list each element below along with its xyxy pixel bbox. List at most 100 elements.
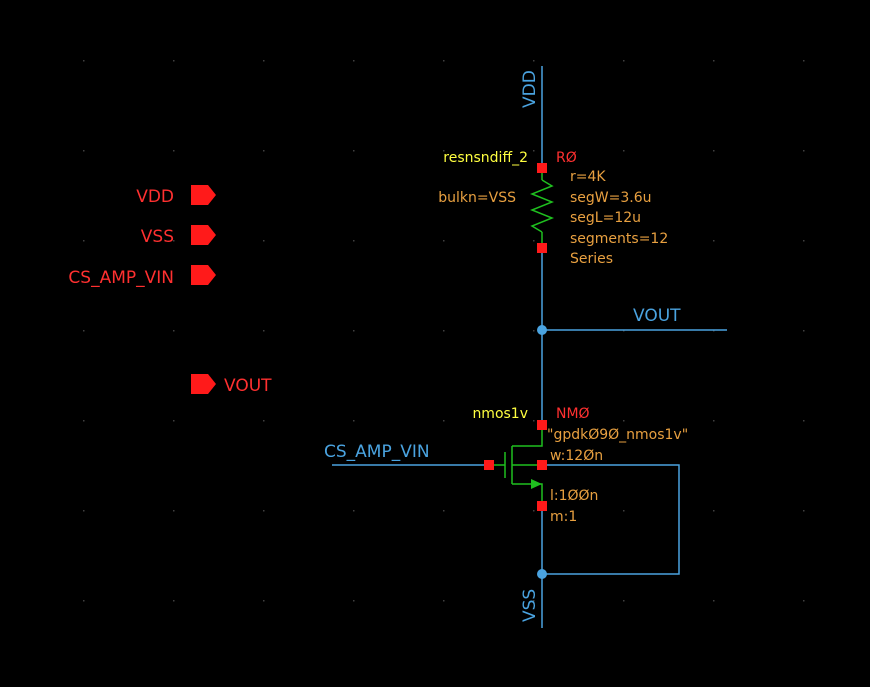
- nmos-pin-gate[interactable]: [484, 460, 494, 470]
- resistor-param-segl: segL=12u: [570, 210, 641, 226]
- grid-dot: [443, 150, 445, 152]
- resistor-param-segments: segments=12: [570, 231, 668, 247]
- pin-label-vss: VSS: [141, 227, 174, 247]
- grid-dot: [803, 150, 805, 152]
- nmos-param-w: w:12Øn: [550, 448, 603, 464]
- nmos-model-name: "gpdkØ9Ø_nmos1v": [547, 427, 688, 443]
- pin-arrow-vss: [191, 225, 216, 245]
- grid-dot: [533, 60, 535, 62]
- grid-dot: [713, 60, 715, 62]
- grid-dot: [803, 330, 805, 332]
- resistor-r0[interactable]: resnsndiff_2 RØ bulkn=VSS r=4K segW=3.6u…: [438, 150, 668, 267]
- grid-dot: [623, 420, 625, 422]
- grid-dot: [83, 60, 85, 62]
- grid-dot: [533, 510, 535, 512]
- junction-vss[interactable]: [537, 569, 547, 579]
- grid-dot: [353, 600, 355, 602]
- pin-arrow-vdd: [191, 185, 216, 205]
- nmos-param-l: l:1ØØn: [550, 488, 598, 504]
- grid-dot: [263, 600, 265, 602]
- grid-dot: [623, 60, 625, 62]
- net-label-vout: VOUT: [633, 306, 681, 326]
- grid-dot: [713, 600, 715, 602]
- net-label-vdd: VDD: [520, 70, 540, 108]
- grid-dot: [533, 600, 535, 602]
- grid-dot: [443, 510, 445, 512]
- resistor-param-segw: segW=3.6u: [570, 190, 652, 206]
- nmos-pin-source[interactable]: [537, 501, 547, 511]
- grid-dot: [83, 330, 85, 332]
- grid-dot: [263, 420, 265, 422]
- grid-dot: [353, 420, 355, 422]
- resistor-param-series: Series: [570, 251, 613, 267]
- grid-dot: [803, 420, 805, 422]
- nmos-nm0[interactable]: nmos1v NMØ "gpdkØ9Ø_nmos1v" w:12Øn l:1ØØ…: [472, 406, 688, 525]
- grid-dot: [803, 60, 805, 62]
- nmos-source-arrow: [531, 479, 542, 489]
- net-label-cs-amp-vin: CS_AMP_VIN: [324, 442, 430, 462]
- grid-dot: [443, 60, 445, 62]
- grid-dot: [713, 240, 715, 242]
- nmos-pin-drain[interactable]: [537, 420, 547, 430]
- net-label-vss: VSS: [520, 589, 540, 622]
- grid-dot: [713, 420, 715, 422]
- junction-vout[interactable]: [537, 325, 547, 335]
- grid-dot: [443, 240, 445, 242]
- grid-dot: [263, 240, 265, 242]
- resistor-cell-name: resnsndiff_2: [443, 150, 528, 166]
- grid-dot: [263, 150, 265, 152]
- pin-arrow-cs-amp-vin: [191, 265, 216, 285]
- resistor-zigzag: [529, 179, 555, 233]
- grid-dot: [353, 150, 355, 152]
- grid-dot: [803, 240, 805, 242]
- grid-dot: [623, 600, 625, 602]
- nmos-instance-name: NMØ: [556, 406, 590, 422]
- grid-dot: [533, 330, 535, 332]
- grid-dot: [533, 420, 535, 422]
- grid-dot: [83, 420, 85, 422]
- grid-dot: [443, 600, 445, 602]
- resistor-bulk-param: bulkn=VSS: [438, 190, 516, 206]
- grid-dot: [443, 420, 445, 422]
- pin-label-vout: VOUT: [224, 376, 272, 396]
- pin-cs-amp-vin[interactable]: CS_AMP_VIN: [68, 265, 216, 288]
- grid-dot: [173, 240, 175, 242]
- pin-vss[interactable]: VSS: [141, 225, 216, 247]
- nmos-param-m: m:1: [550, 509, 577, 525]
- grid-dot: [83, 240, 85, 242]
- grid-dot: [173, 600, 175, 602]
- grid-dot: [353, 60, 355, 62]
- grid-dot: [173, 420, 175, 422]
- grid-dot: [83, 600, 85, 602]
- grid-dot: [173, 60, 175, 62]
- grid-dot: [173, 330, 175, 332]
- grid-dot: [83, 150, 85, 152]
- grid-dot: [353, 330, 355, 332]
- resistor-pin-bottom[interactable]: [537, 243, 547, 253]
- grid-dot: [623, 510, 625, 512]
- pin-vdd[interactable]: VDD: [136, 185, 216, 207]
- grid-dot: [83, 510, 85, 512]
- grid-dot: [533, 150, 535, 152]
- grid-dot: [533, 240, 535, 242]
- grid-dot: [263, 60, 265, 62]
- pin-vout[interactable]: VOUT: [191, 374, 272, 396]
- wire-bulk-to-vss[interactable]: [542, 464, 680, 575]
- grid-dot: [263, 330, 265, 332]
- grid-dot: [713, 510, 715, 512]
- pin-label-cs-amp-vin: CS_AMP_VIN: [68, 268, 174, 288]
- grid-dot: [353, 510, 355, 512]
- nmos-cell-name: nmos1v: [472, 406, 528, 422]
- grid-dot: [263, 510, 265, 512]
- grid-dot: [443, 330, 445, 332]
- grid-dot: [173, 510, 175, 512]
- grid-dot: [713, 150, 715, 152]
- resistor-param-r: r=4K: [570, 169, 606, 185]
- pin-arrow-vout: [191, 374, 216, 394]
- grid-dot: [623, 240, 625, 242]
- grid-dot: [353, 240, 355, 242]
- resistor-instance-name: RØ: [556, 150, 577, 166]
- nmos-pin-bulk[interactable]: [537, 460, 547, 470]
- resistor-pin-top[interactable]: [537, 163, 547, 173]
